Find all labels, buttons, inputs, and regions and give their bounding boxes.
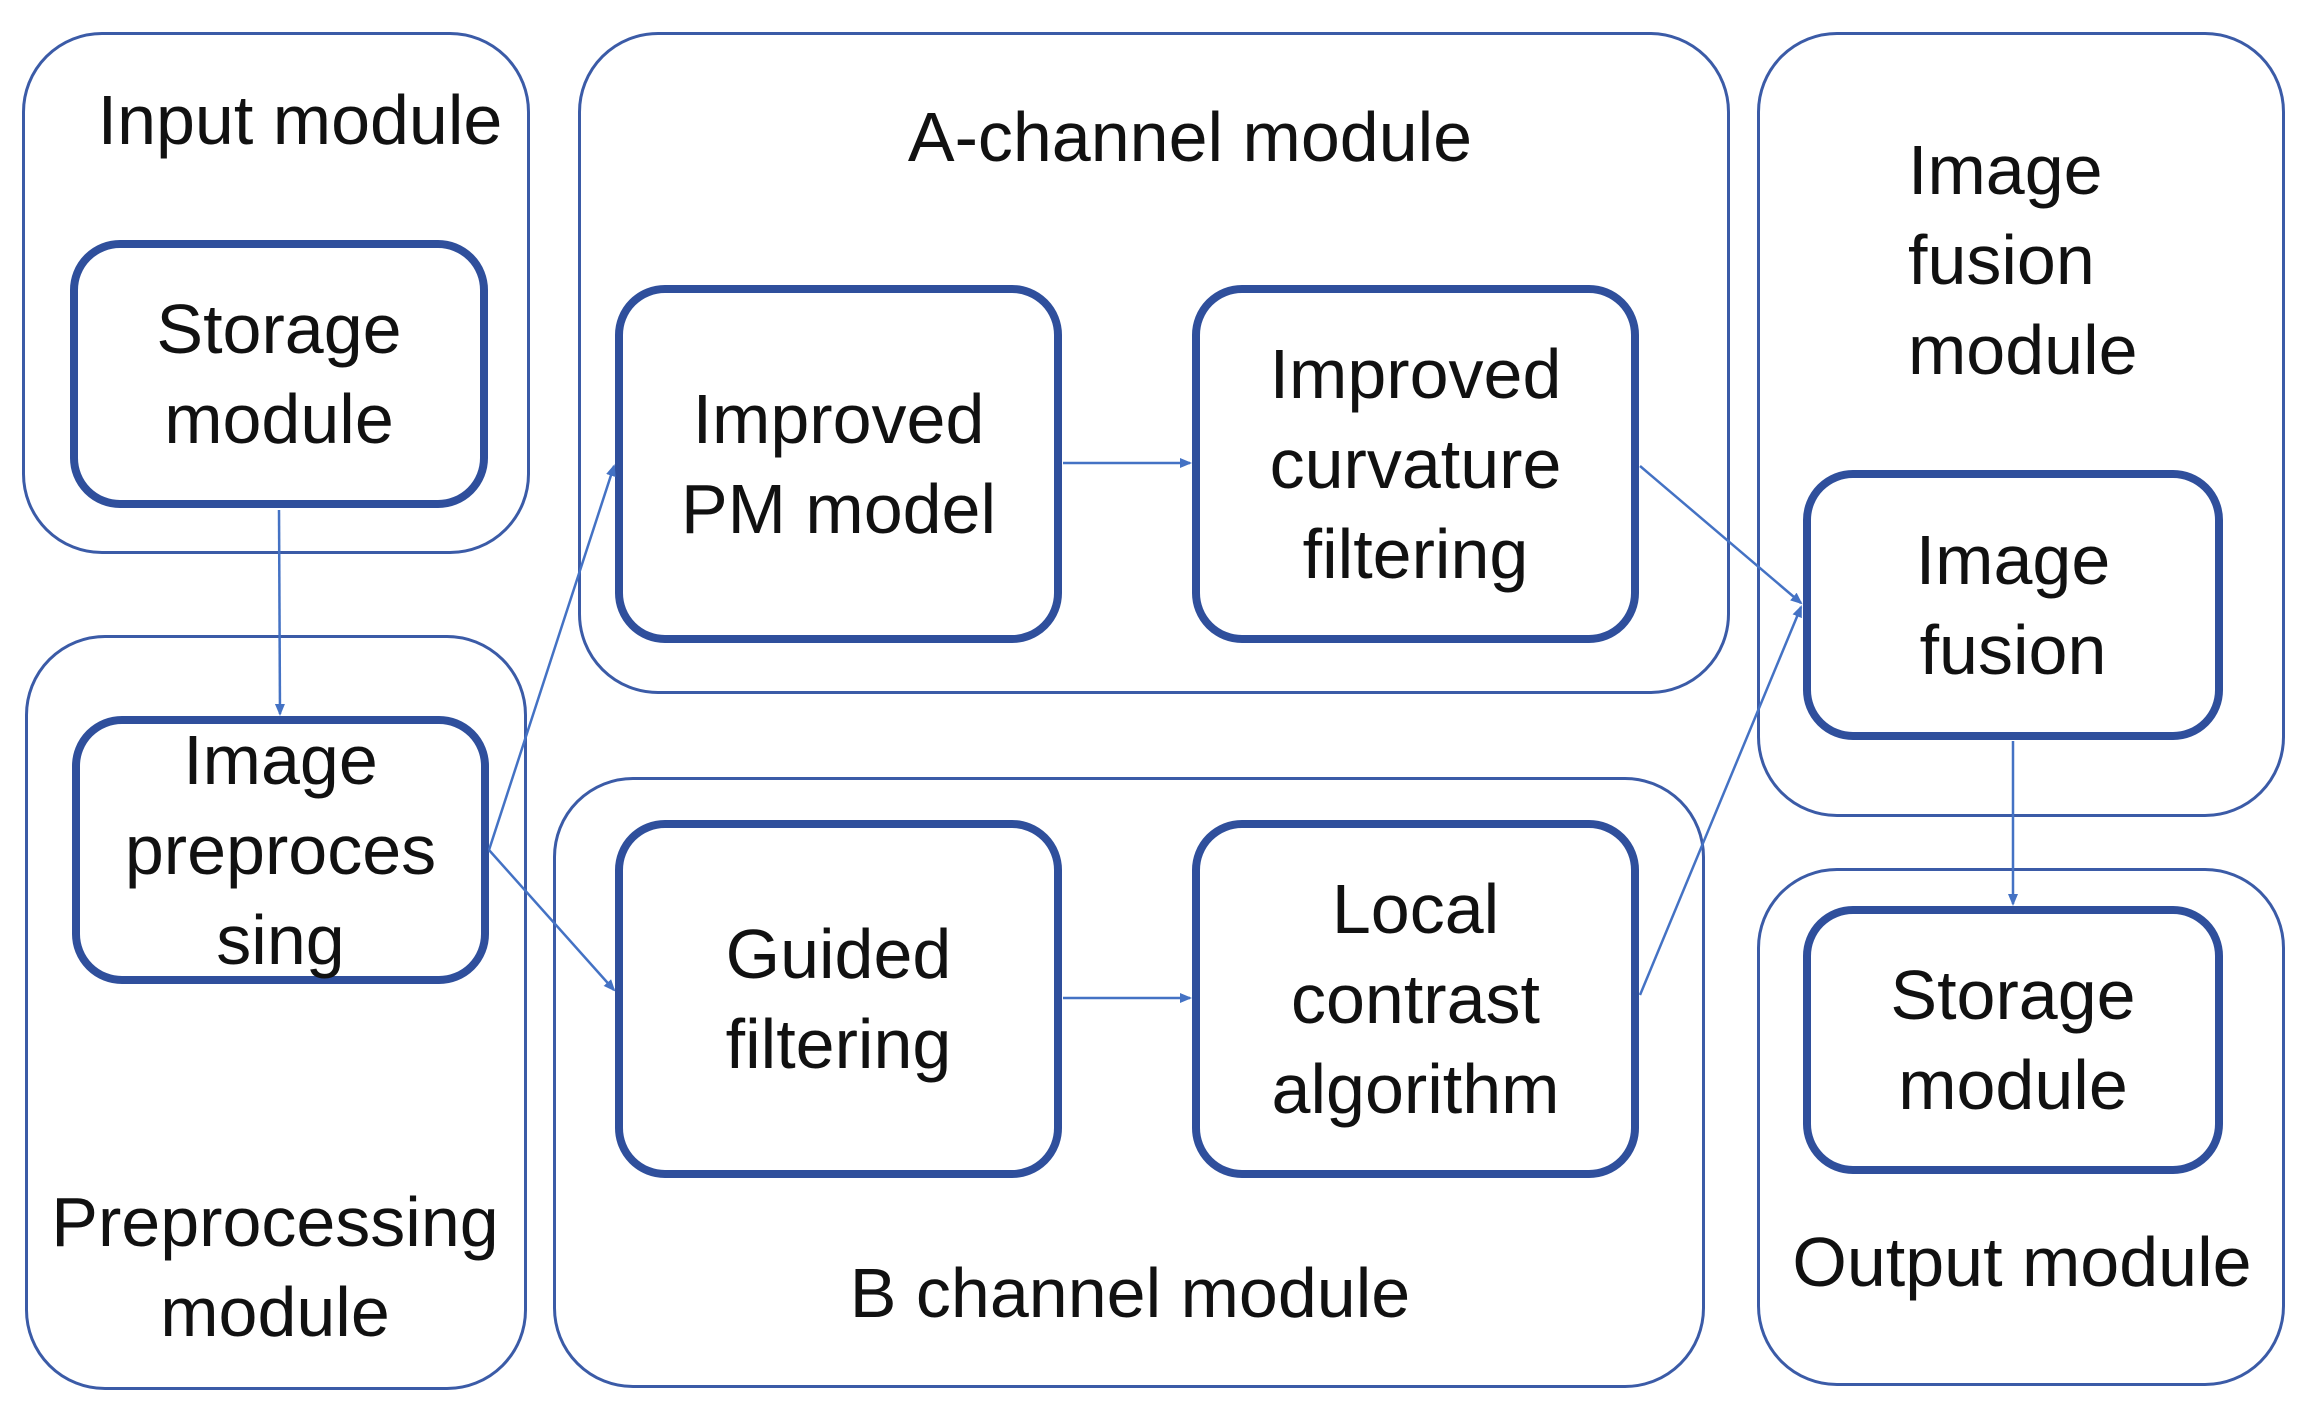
a-channel-module-label: A-channel module — [907, 98, 1473, 176]
preprocessing-module-label: Preprocessing module — [51, 1183, 499, 1351]
image-fusion-text: Image fusion — [1915, 521, 2111, 689]
guided-filtering-box: Guided filtering — [615, 820, 1062, 1178]
output-module-group — [1757, 868, 2285, 1386]
b-channel-module-label: B channel module — [849, 1254, 1411, 1332]
improved-curvature-filtering-text: Improved curvature filtering — [1269, 335, 1562, 593]
local-contrast-algorithm-box: Local contrast algorithm — [1192, 820, 1639, 1178]
a-channel-module-group — [578, 32, 1730, 694]
output-storage-module-box: Storage module — [1803, 906, 2223, 1174]
improved-pm-model-box: Improved PM model — [615, 285, 1062, 643]
output-module-label: Output module — [1792, 1223, 2252, 1301]
b-channel-module-group — [553, 777, 1705, 1388]
image-fusion-module-label: Image fusion module — [1908, 131, 2138, 389]
local-contrast-algorithm-text: Local contrast algorithm — [1271, 870, 1560, 1128]
image-preprocessing-text: Image preproces sing — [124, 721, 437, 979]
image-preprocessing-box: Image preproces sing — [72, 716, 489, 984]
input-storage-module-box: Storage module — [70, 240, 488, 508]
improved-curvature-filtering-box: Improved curvature filtering — [1192, 285, 1639, 643]
preprocessing-module-group — [25, 635, 527, 1390]
image-fusion-box: Image fusion — [1803, 470, 2223, 740]
improved-pm-model-text: Improved PM model — [680, 380, 997, 548]
input-storage-module-text: Storage module — [156, 290, 402, 458]
image-fusion-module-group — [1757, 32, 2285, 817]
guided-filtering-text: Guided filtering — [725, 915, 952, 1083]
input-module-group — [22, 32, 530, 554]
input-module-label: Input module — [97, 81, 503, 159]
output-storage-module-text: Storage module — [1890, 956, 2136, 1124]
